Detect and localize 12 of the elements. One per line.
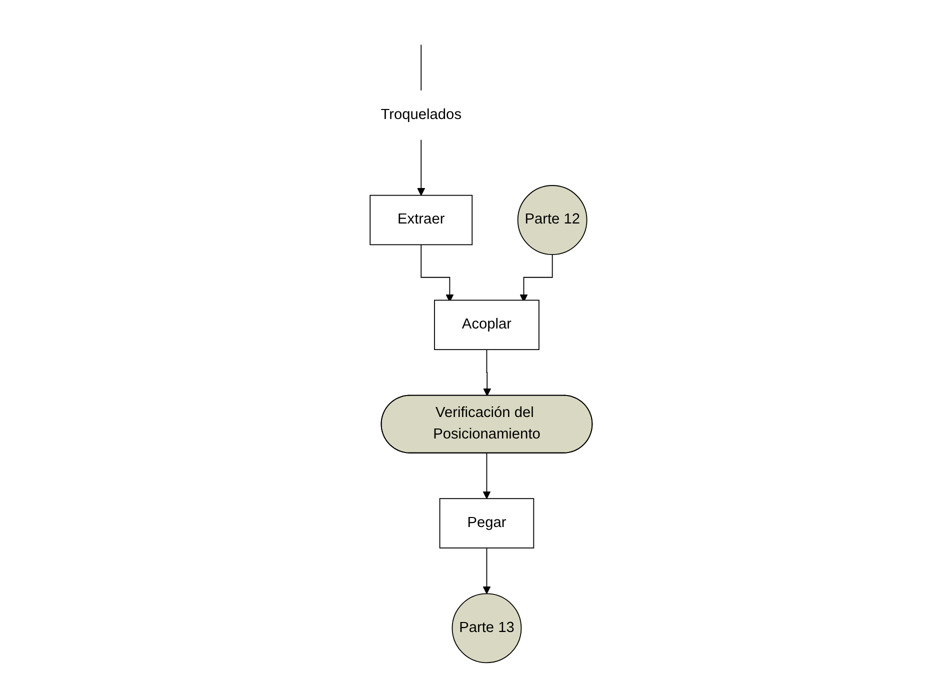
arrow (416, 139, 425, 196)
arrow (482, 548, 490, 594)
node-circle: Parte 12 (517, 185, 588, 255)
arrow (519, 254, 553, 302)
arrow (482, 452, 490, 499)
node-circle: Parte 13 (452, 593, 522, 664)
node-box: Pegar (439, 498, 534, 548)
node-box: Extraer (369, 194, 472, 246)
arrow (420, 244, 454, 302)
node-box: Acoplar (434, 300, 540, 350)
node-text: Troquelados (380, 106, 462, 122)
arrow (482, 349, 491, 396)
